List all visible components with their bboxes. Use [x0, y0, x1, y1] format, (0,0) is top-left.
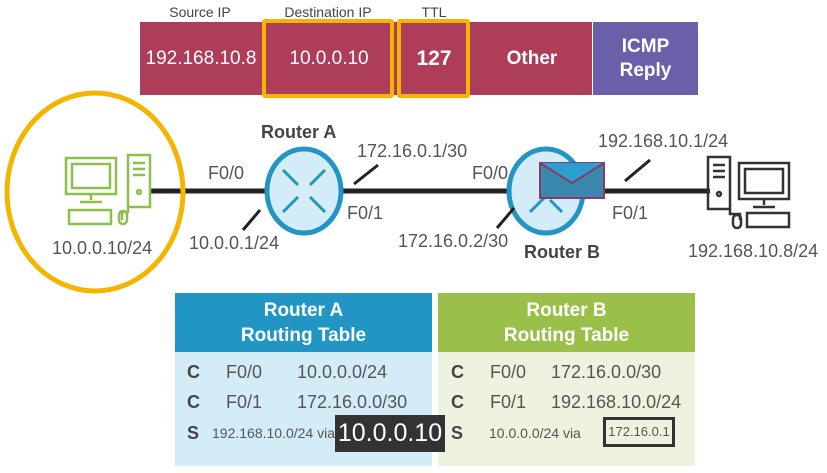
router-b-f0-1: F0/1 — [612, 203, 649, 223]
route-network: 192.168.10.0/24 — [551, 392, 682, 412]
route-network: 10.0.0.0/24 — [297, 362, 388, 382]
route-code: C — [451, 362, 464, 382]
payload-line-2: Reply — [619, 59, 672, 81]
router-a-f0-1: F0/1 — [347, 203, 384, 223]
title-line: Router B — [526, 299, 607, 321]
route-static: 192.168.10.0/24 via — [212, 425, 335, 441]
route-code: C — [187, 392, 200, 412]
router-b-ip-f0-0: 172.16.0.2/30 — [398, 231, 509, 251]
pc-right-icon — [706, 155, 791, 230]
source-ip-field: 192.168.10.8 — [140, 22, 262, 95]
destination-highlight — [262, 19, 394, 98]
route-code: S — [451, 423, 464, 443]
route-iface: F0/0 — [490, 362, 527, 382]
router-b-label: Router B — [524, 242, 600, 262]
host-left-ip: 10.0.0.10/24 — [52, 238, 153, 258]
ttl-field: 127 — [396, 22, 472, 95]
router-a-label: Router A — [261, 122, 337, 142]
route-iface: F0/1 — [490, 392, 527, 412]
route-network: 172.16.0.0/30 — [297, 392, 408, 412]
route-network: 172.16.0.0/30 — [551, 362, 662, 382]
router-b-ip-f0-1: 192.168.10.1/24 — [598, 131, 729, 151]
payload-line-1: ICMP — [621, 35, 670, 57]
title-line: Routing Table — [503, 324, 630, 346]
route-iface: F0/0 — [226, 362, 263, 382]
next-hop-highlight: 172.16.0.1 — [603, 417, 675, 447]
route-code: C — [451, 392, 464, 412]
route-static: 10.0.0.0/24 via — [489, 425, 581, 441]
router-a-icon — [264, 146, 344, 236]
router-a-ip-f0-0: 10.0.0.1/24 — [189, 233, 280, 253]
ttl-header: TTL — [421, 4, 447, 20]
next-hop-callout: 10.0.0.10 — [335, 415, 445, 452]
host-right-ip: 192.168.10.8/24 — [688, 241, 819, 261]
pointer-arrows — [241, 158, 651, 231]
pc-left-icon — [64, 153, 152, 226]
router-b-table-body — [438, 352, 695, 466]
title-line: Router A — [263, 299, 344, 321]
router-b-f0-0: F0/0 — [472, 163, 509, 183]
route-code: S — [187, 423, 200, 443]
source-ip-header: Source IP — [169, 4, 231, 20]
router-a-ip-f0-1: 172.16.0.1/30 — [357, 141, 468, 161]
router-a-f0-0: F0/0 — [208, 163, 245, 183]
envelope-icon — [539, 162, 605, 199]
highlight-circle — [4, 90, 186, 294]
route-code: C — [187, 362, 200, 382]
ttl-highlight — [397, 19, 470, 98]
route-iface: F0/1 — [226, 392, 263, 412]
destination-ip-field: 10.0.0.10 — [262, 22, 396, 95]
other-field: Other — [472, 22, 592, 95]
destination-ip-header: Destination IP — [284, 4, 372, 20]
router-a-table-title: Router A Routing Table — [175, 293, 432, 352]
router-b-table-title: Router B Routing Table — [438, 293, 695, 352]
icmp-reply-field: ICMP Reply — [593, 22, 698, 95]
title-line: Routing Table — [240, 324, 367, 346]
